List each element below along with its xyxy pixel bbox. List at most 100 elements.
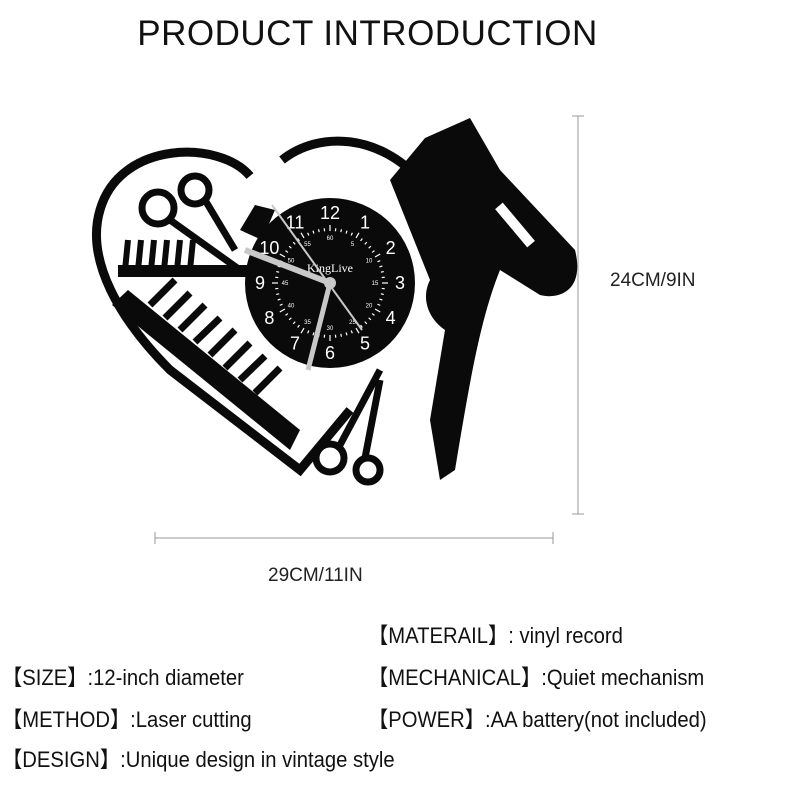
spec-label: 【MECHANICAL】 <box>368 665 542 690</box>
minute-label: 10 <box>366 259 373 265</box>
minute-tick <box>380 293 384 296</box>
minute-tick <box>317 229 320 233</box>
spec-mechanical: 【MECHANICAL】:Quiet mechanism <box>368 660 704 692</box>
minute-tick <box>340 229 343 233</box>
minute-tick <box>371 250 375 253</box>
spec-label: 【METHOD】 <box>2 707 131 732</box>
minute-tick <box>279 303 283 306</box>
minute-tick <box>345 332 348 336</box>
minute-tick <box>340 333 343 337</box>
hour-numeral: 3 <box>395 273 405 293</box>
hour-numeral: 12 <box>320 203 340 223</box>
minute-label: 50 <box>288 259 295 265</box>
minute-tick <box>345 230 348 234</box>
hour-numeral: 6 <box>325 343 335 363</box>
minute-tick <box>300 327 305 334</box>
height-label: 24CM/9IN <box>610 270 696 291</box>
minute-tick <box>292 241 296 245</box>
minute-tick <box>279 253 286 258</box>
hour-numeral: 2 <box>386 238 396 258</box>
width-dimension-line <box>154 532 554 544</box>
minute-tick <box>350 232 353 236</box>
minute-tick <box>312 332 315 336</box>
minute-label: 5 <box>351 242 355 248</box>
page-title: PRODUCT INTRODUCTION <box>137 14 598 53</box>
spec-label: 【DESIGN】 <box>2 747 121 772</box>
minute-label: 20 <box>366 304 373 310</box>
minute-tick <box>380 270 384 273</box>
minute-tick <box>297 238 300 242</box>
minute-tick <box>355 232 360 239</box>
hour-numeral: 7 <box>290 334 300 354</box>
hour-numeral: 1 <box>360 212 370 232</box>
spec-material: 【MATERAIL】: vinyl record <box>368 618 623 650</box>
minute-tick <box>377 260 381 263</box>
minute-tick <box>307 232 310 236</box>
hour-numeral: 4 <box>386 308 396 328</box>
minute-tick <box>360 324 363 328</box>
spec-value: :Unique design in vintage style <box>120 747 395 772</box>
minute-tick <box>277 298 281 301</box>
spec-label: 【MATERAIL】 <box>368 623 509 648</box>
spec-size: 【SIZE】:12-inch diameter <box>2 660 244 692</box>
spec-method: 【METHOD】:Laser cutting <box>2 702 252 734</box>
minute-label: 45 <box>282 281 289 287</box>
minute-tick <box>364 321 368 325</box>
minute-tick <box>292 321 296 325</box>
minute-label: 60 <box>327 236 334 242</box>
minute-tick <box>285 250 289 253</box>
minute-tick <box>312 230 315 234</box>
hour-numeral: 10 <box>259 238 279 258</box>
hair-dryer-icon <box>390 118 578 480</box>
spec-label: 【POWER】 <box>368 707 485 732</box>
hour-numeral: 11 <box>286 212 305 232</box>
height-dimension-line <box>572 115 584 515</box>
hour-numeral: 8 <box>264 308 274 328</box>
clock-brand: KingLive <box>307 261 353 275</box>
minute-tick <box>300 232 305 239</box>
minute-tick <box>276 270 280 273</box>
spec-label: 【SIZE】 <box>2 665 88 690</box>
spec-value: :Quiet mechanism <box>541 665 705 690</box>
minute-tick <box>377 303 381 306</box>
comb-icon <box>112 239 300 450</box>
second-hand <box>271 204 363 331</box>
minute-tick <box>379 265 383 268</box>
minute-tick <box>279 308 286 313</box>
minute-tick <box>379 298 383 301</box>
minute-label: 55 <box>304 242 311 248</box>
minute-tick <box>360 238 363 242</box>
width-label: 29CM/11IN <box>268 565 363 586</box>
spec-value: :12-inch diameter <box>87 665 244 690</box>
minute-tick <box>276 293 280 296</box>
scissors-icon <box>138 172 384 486</box>
hour-hand <box>243 247 332 286</box>
minute-hand <box>305 282 333 371</box>
minute-label: 40 <box>288 304 295 310</box>
minute-tick <box>374 308 381 313</box>
minute-tick <box>374 253 381 258</box>
minute-tick <box>350 330 353 334</box>
minute-tick <box>297 324 300 328</box>
minute-label: 15 <box>372 281 379 287</box>
minute-tick <box>368 245 372 249</box>
minute-label: 25 <box>349 320 356 326</box>
spec-value: :Laser cutting <box>130 707 252 732</box>
spec-value: :AA battery(not included) <box>484 707 707 732</box>
spec-design: 【DESIGN】:Unique design in vintage style <box>2 742 395 774</box>
minute-tick <box>364 241 368 245</box>
minute-label: 30 <box>327 326 334 332</box>
minute-tick <box>371 313 375 316</box>
spec-value: : vinyl record <box>508 623 623 648</box>
hour-numeral: 9 <box>255 273 265 293</box>
minute-tick <box>307 330 310 334</box>
minute-tick <box>288 317 292 321</box>
minute-tick <box>355 327 360 334</box>
minute-tick <box>285 313 289 316</box>
minute-tick <box>368 317 372 321</box>
minute-tick <box>288 245 292 249</box>
minute-label: 35 <box>304 320 311 326</box>
spec-power: 【POWER】:AA battery(not included) <box>368 702 707 734</box>
